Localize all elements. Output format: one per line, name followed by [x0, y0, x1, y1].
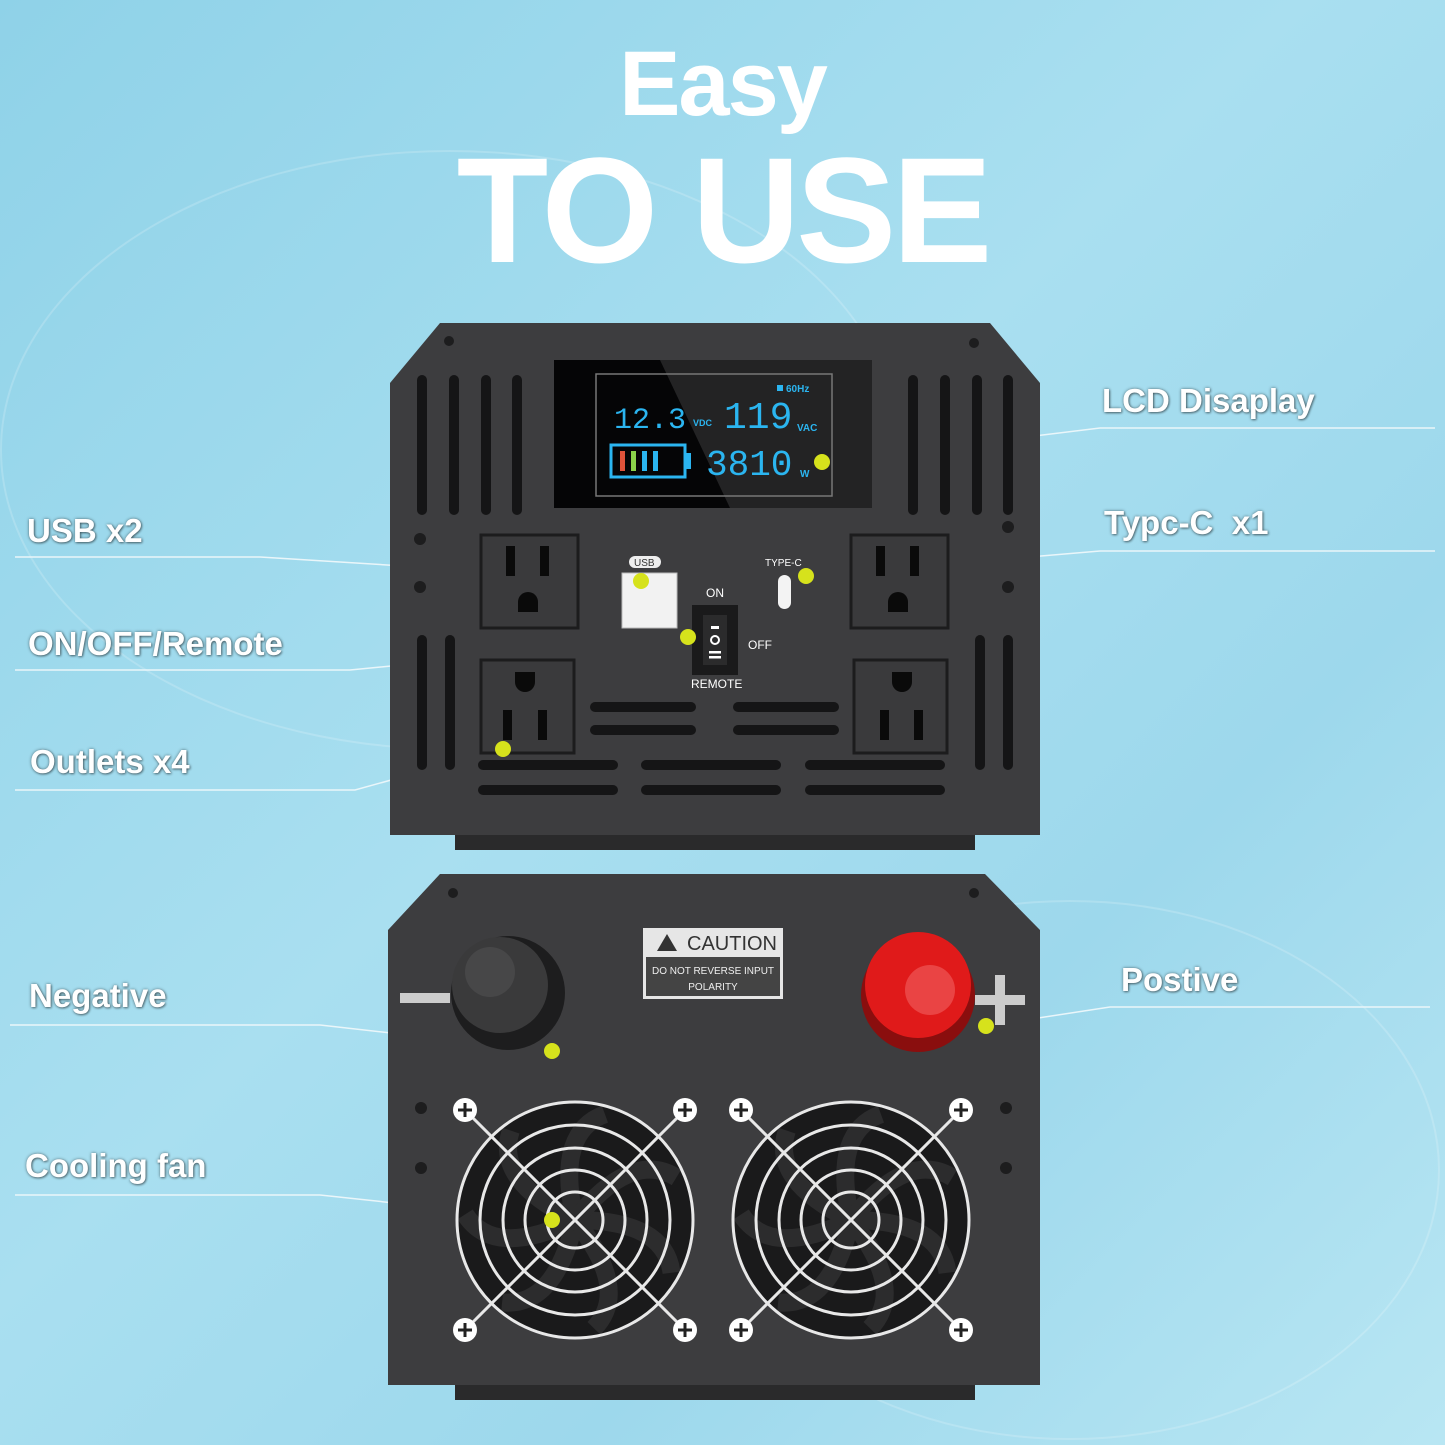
lcd-dc-unit: VDC	[693, 418, 713, 428]
lcd-dc-voltage: 12.3	[614, 404, 686, 438]
caution-label: CAUTION DO NOT REVERSE INPUT POLARITY	[643, 928, 783, 999]
type-c-label: TYPE-C	[765, 558, 802, 569]
fan-screw-icon	[673, 1318, 697, 1342]
callout-switch: ON/OFF/Remote	[28, 625, 283, 662]
callout-usb: USB x2	[27, 512, 143, 549]
callout-cooling-fan: Cooling fan	[25, 1147, 207, 1184]
fan-screw-icon	[453, 1318, 477, 1342]
callout-type-c: Typc-C x1	[1104, 504, 1269, 541]
battery-icon	[609, 443, 691, 479]
minus-sign	[400, 993, 450, 1003]
switch-remote-label: REMOTE	[691, 677, 742, 691]
usb-label: USB	[634, 558, 655, 569]
fan-screw-icon	[949, 1098, 973, 1122]
lcd-frequency: 60Hz	[786, 384, 809, 395]
headline-to-use: TO USE	[456, 126, 993, 294]
fan-screw-icon	[453, 1098, 477, 1122]
ac-outlets	[479, 533, 950, 755]
switch-on-label: ON	[706, 586, 724, 600]
inverter-front-panel: 60Hz 12.3 VDC 119 VAC 3810 W	[390, 323, 1040, 850]
caution-line2: POLARITY	[688, 982, 738, 993]
cooling-fan	[453, 1098, 697, 1342]
lcd-ac-voltage: 119	[724, 397, 792, 440]
caution-title: CAUTION	[687, 933, 777, 955]
lcd-power-unit: W	[800, 469, 810, 480]
fan-screw-icon	[949, 1318, 973, 1342]
type-c-port	[778, 575, 791, 609]
usb-ports	[621, 572, 678, 629]
fan-screw-icon	[729, 1098, 753, 1122]
headline-easy: Easy	[619, 33, 828, 135]
callout-negative: Negative	[29, 977, 167, 1014]
switch-off-label: OFF	[748, 638, 772, 652]
caution-line1: DO NOT REVERSE INPUT	[652, 966, 774, 977]
inverter-rear-panel: CAUTION DO NOT REVERSE INPUT POLARITY	[388, 874, 1040, 1400]
callout-dots	[495, 454, 994, 1228]
callout-positive: Postive	[1121, 961, 1239, 998]
lcd-ac-unit: VAC	[797, 423, 817, 434]
callout-lcd-display: LCD Disaplay	[1102, 382, 1315, 419]
fan-screw-icon	[729, 1318, 753, 1342]
lcd-power: 3810	[706, 445, 792, 486]
cooling-fan	[729, 1098, 973, 1342]
callout-outlets: Outlets x4	[30, 743, 190, 780]
fan-screw-icon	[673, 1098, 697, 1122]
